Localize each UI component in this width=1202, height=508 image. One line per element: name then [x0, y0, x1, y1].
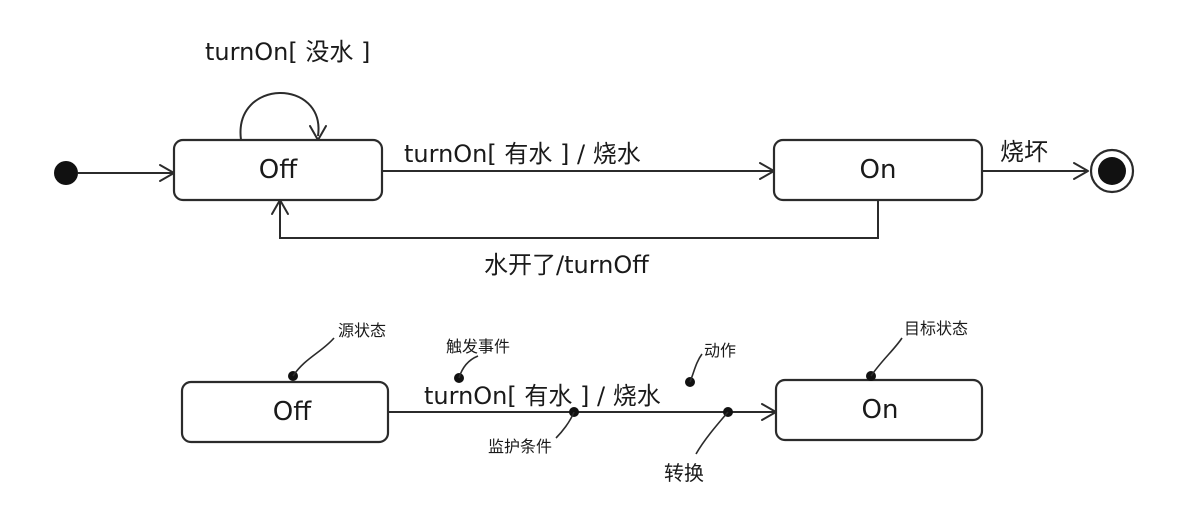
bottom-transition-label: turnOn[ 有水 ] / 烧水 [424, 382, 661, 410]
on-to-off-arrowhead [271, 199, 289, 215]
on-to-final-arrowhead [1073, 162, 1089, 180]
bottom-diagram: Off On turnOn[ 有水 ] / 烧水 源状态 触发事件 动作 目标状… [180, 319, 984, 485]
state-off-label: Off [259, 155, 298, 185]
transition-annotation: 转换 [664, 461, 704, 485]
source-state-annotation: 源状态 [338, 321, 386, 340]
state-on-label: On [860, 155, 897, 185]
final-state-inner [1098, 157, 1126, 185]
self-loop-transition [239, 92, 320, 141]
guard-condition-annotation: 监护条件 [488, 437, 552, 456]
action-annotation: 动作 [704, 341, 736, 360]
target-state-box [774, 378, 984, 442]
top-diagram: turnOn[ 没水 ] Off turnOn[ 有水 ] / 烧水 On 烧坏… [54, 38, 1135, 279]
initial-state-node [54, 161, 78, 185]
off-to-on-label: turnOn[ 有水 ] / 烧水 [404, 140, 641, 168]
guard-condition-leader [555, 411, 575, 439]
bottom-transition-arrowhead [761, 403, 777, 421]
self-loop-label: turnOn[ 没水 ] [205, 38, 370, 66]
on-to-off-transition [279, 200, 879, 239]
source-state-label: Off [273, 397, 312, 427]
target-state-leader [870, 337, 903, 377]
on-to-final-label: 烧坏 [1000, 138, 1048, 166]
trigger-event-leader [458, 355, 479, 379]
trigger-event-annotation: 触发事件 [446, 337, 510, 356]
action-leader [689, 353, 703, 383]
source-state-leader [292, 337, 335, 377]
on-to-off-label: 水开了/turnOff [484, 251, 649, 279]
target-state-annotation: 目标状态 [904, 319, 968, 338]
transition-leader [695, 411, 729, 455]
target-state-label: On [862, 395, 899, 425]
